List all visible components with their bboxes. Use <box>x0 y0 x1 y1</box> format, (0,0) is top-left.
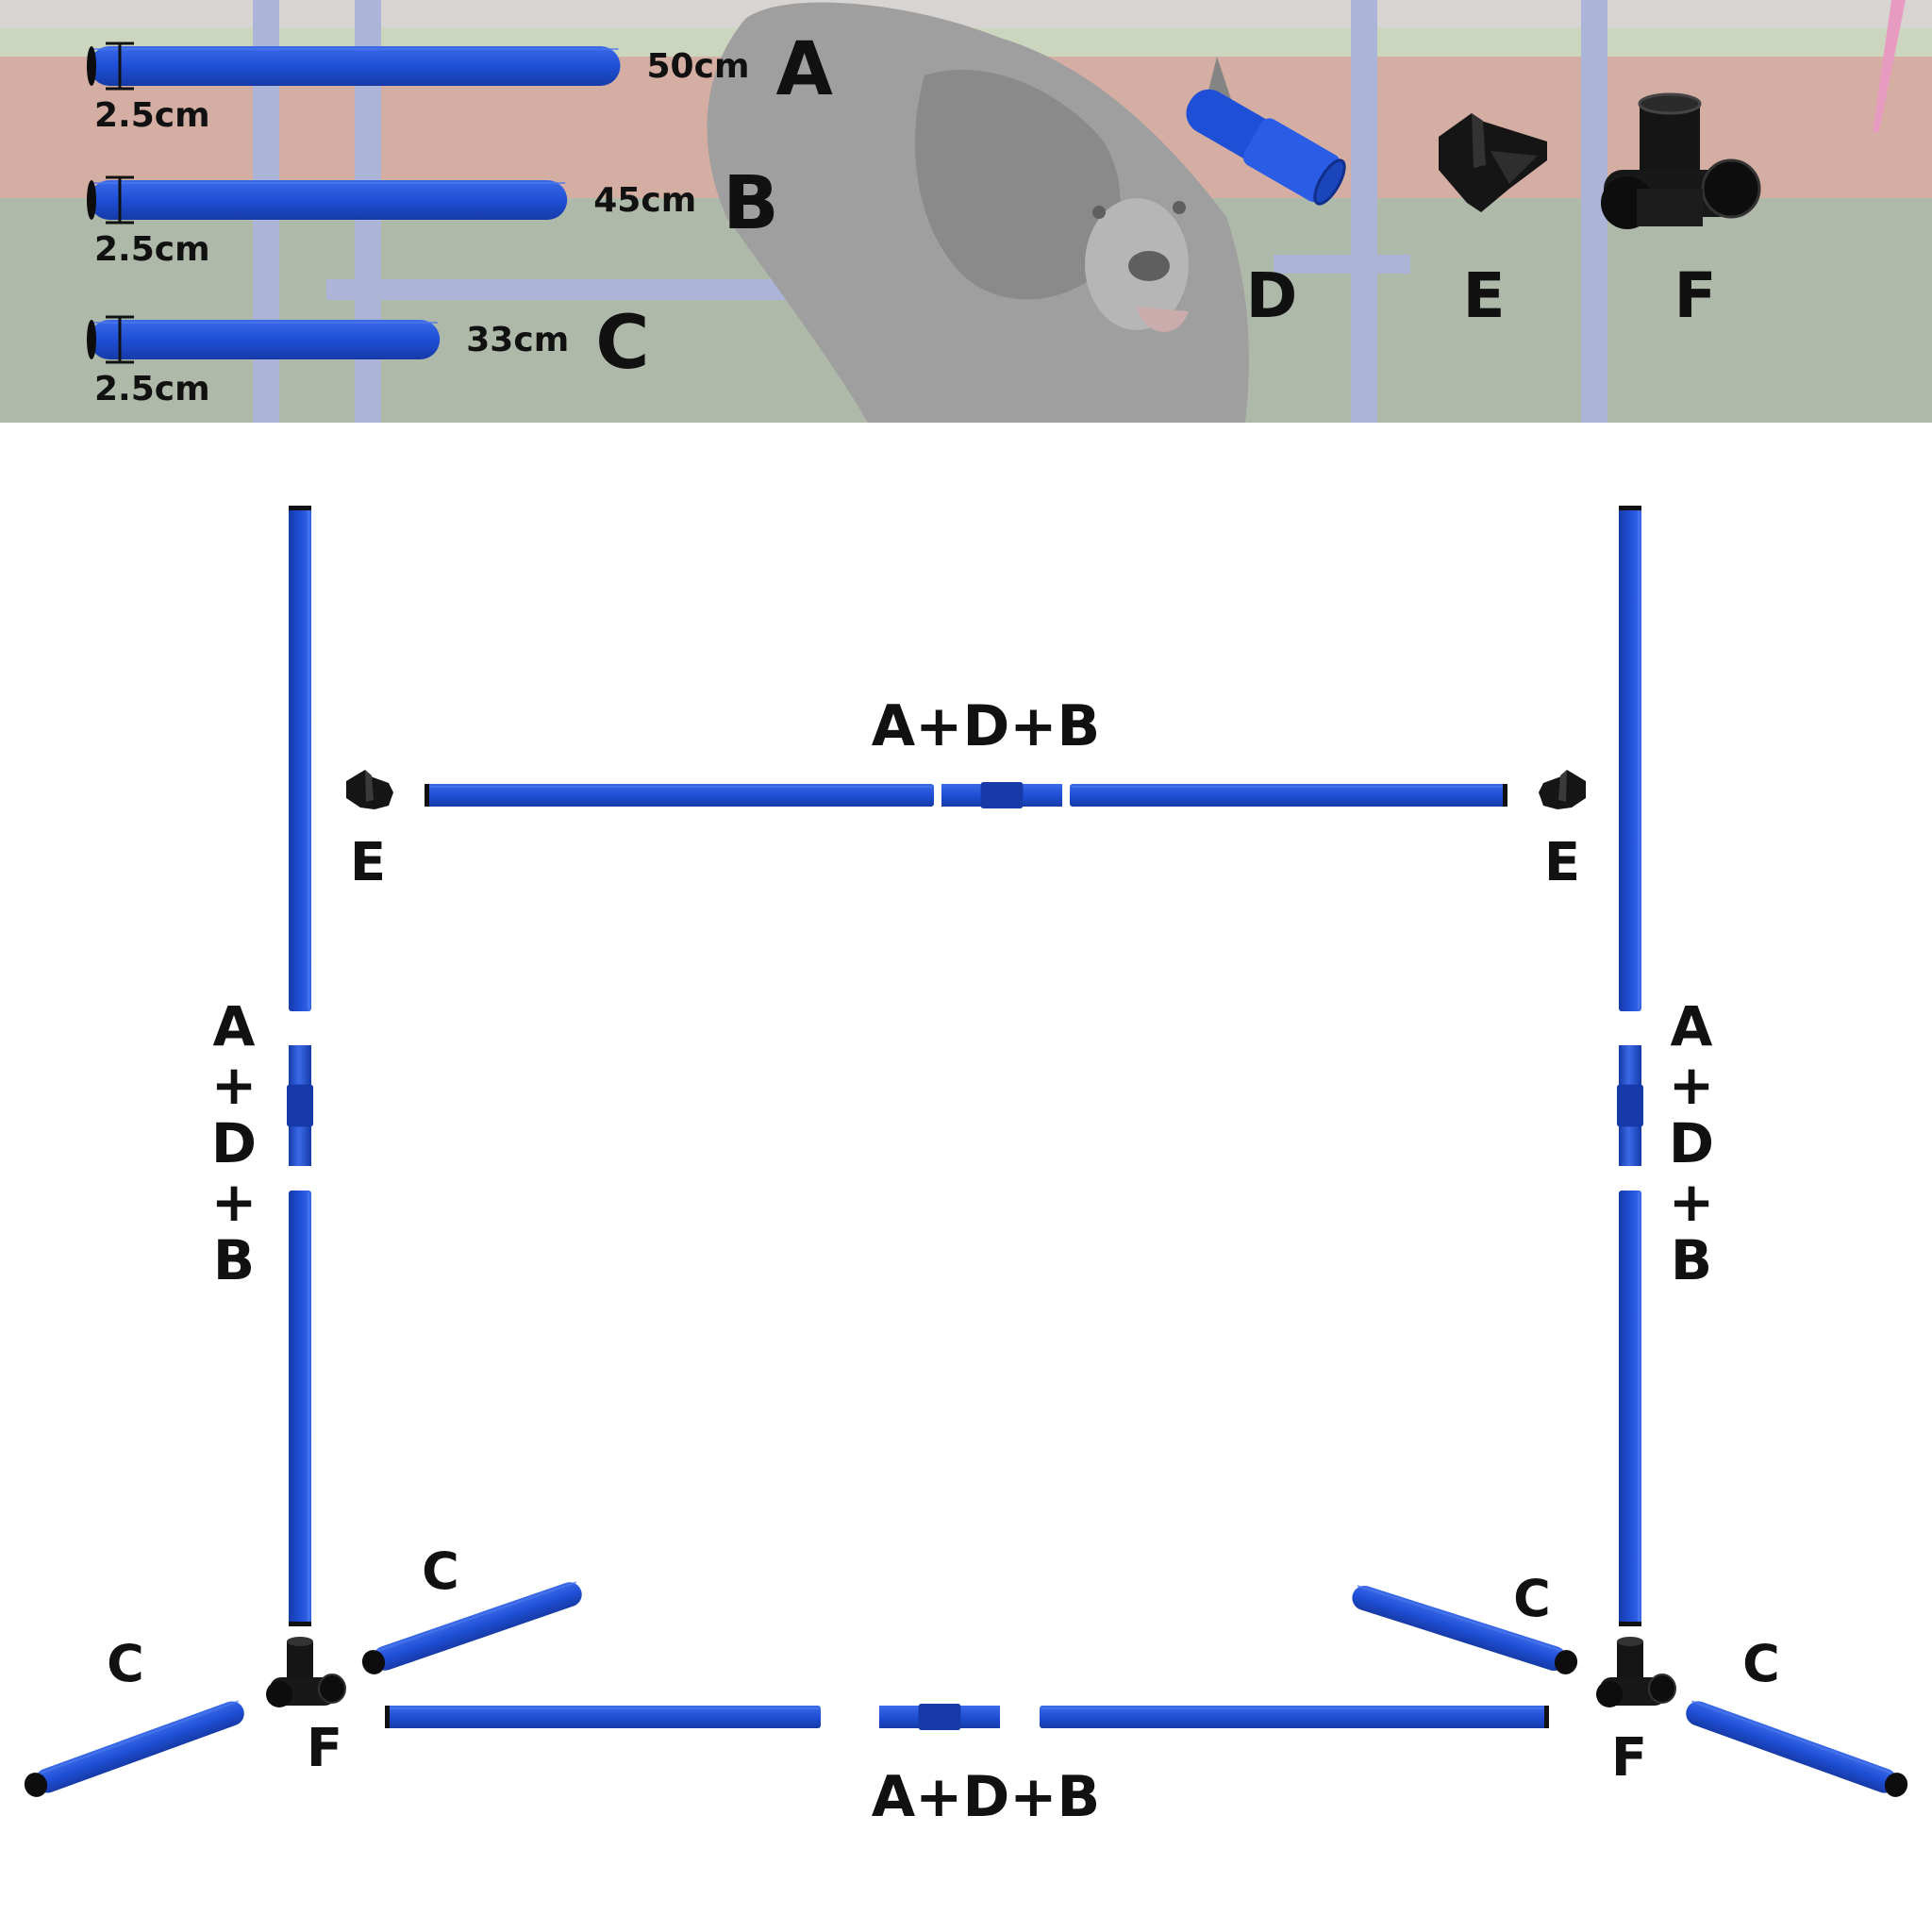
clip-E-right <box>1539 770 1586 809</box>
fitting-E-image <box>1439 113 1547 212</box>
top-bar-pipe-A <box>425 784 934 807</box>
right-clip-label: E <box>1544 832 1580 893</box>
diameter-marker <box>106 175 134 225</box>
pipe-catalog: 2.5cm 50cm A 2.5cm 45cm B 2.5cm 33cm C <box>87 27 833 408</box>
diameter-label: 2.5cm <box>94 370 210 408</box>
length-label: 45cm <box>593 181 696 220</box>
right-post-label-part: + <box>1669 1053 1715 1117</box>
fitting-D-image <box>1186 89 1346 206</box>
left-post-label-part: D <box>211 1111 257 1175</box>
fitting-F-label: F <box>1674 259 1716 332</box>
left-post-pipe-A <box>289 506 311 1011</box>
top-bar-pipe-B <box>1070 784 1507 807</box>
left-foot-pipe-C-outer <box>24 1700 244 1797</box>
diameter-label: 2.5cm <box>94 230 210 269</box>
bottom-bar-pipe-A <box>385 1706 821 1728</box>
left-post-label-part: + <box>211 1053 258 1117</box>
length-label: 50cm <box>647 47 750 86</box>
base-F-right <box>1596 1637 1676 1707</box>
left-post-pipe-B <box>289 1191 311 1626</box>
length-label: 33cm <box>466 321 569 359</box>
left-foot-pipe-C-inner <box>361 1581 582 1674</box>
right-foot-label: C <box>1742 1634 1780 1693</box>
catalog-pipe-C <box>87 320 441 359</box>
right-foot-pipe-C-outer <box>1686 1700 1908 1797</box>
base-F-left <box>266 1637 346 1707</box>
background-bar <box>326 279 817 300</box>
diameter-marker <box>106 315 134 364</box>
right-post-label-part: B <box>1671 1228 1712 1292</box>
fitting-E-label: E <box>1462 259 1505 332</box>
pipe-end <box>87 46 96 86</box>
right-post-label-part: A <box>1671 994 1713 1058</box>
background-bar <box>1274 255 1410 274</box>
left-post-label-part: B <box>213 1228 255 1292</box>
bottom-bar-label: A+D+B <box>872 1764 1101 1830</box>
pipe-end <box>87 180 96 220</box>
bottom-bar-connector-D <box>879 1704 1000 1730</box>
catalog-pipe-B <box>87 180 568 220</box>
left-base-label: F <box>307 1718 342 1779</box>
right-post-pipe-B <box>1619 1191 1641 1626</box>
part-letter-A: A <box>776 27 833 112</box>
left-post-connector-D <box>287 1045 313 1166</box>
left-foot-label: C <box>107 1634 144 1693</box>
top-bar-label: A+D+B <box>872 693 1101 759</box>
dog-photo <box>707 2 1249 423</box>
right-foot-pipe-C-inner <box>1352 1585 1578 1674</box>
right-post-label-part: D <box>1669 1111 1714 1175</box>
right-post-label: A + D + B <box>1669 994 1715 1292</box>
left-post-label-part: + <box>211 1170 258 1234</box>
pipe-end <box>87 320 96 359</box>
parts-banner: 2.5cm 50cm A 2.5cm 45cm B 2.5cm 33cm C D E F <box>0 0 1932 423</box>
right-post-pipe-A <box>1619 506 1641 1011</box>
right-foot-label: C <box>1513 1569 1551 1628</box>
diameter-marker <box>106 42 134 91</box>
assembly-layout <box>24 506 1908 1797</box>
fitting-D-label: D <box>1246 259 1298 332</box>
right-base-label: F <box>1611 1727 1647 1789</box>
right-post-label-part: + <box>1669 1170 1715 1234</box>
left-foot-label: C <box>422 1541 459 1601</box>
right-post-connector-D <box>1617 1045 1643 1166</box>
left-post-label-part: A <box>213 994 256 1058</box>
clip-E-left <box>346 770 393 809</box>
bottom-bar-pipe-B <box>1040 1706 1549 1728</box>
pink-pole <box>1873 0 1906 132</box>
part-letter-B: B <box>723 161 778 246</box>
left-post-label: A + D + B <box>211 994 258 1292</box>
diameter-label: 2.5cm <box>94 96 210 135</box>
left-clip-label: E <box>350 832 386 893</box>
fitting-F-image <box>1601 92 1761 229</box>
top-bar-connector-D <box>941 782 1062 808</box>
catalog-pipe-A <box>87 46 621 86</box>
background-post <box>1351 0 1377 423</box>
part-letter-C: C <box>595 301 649 386</box>
